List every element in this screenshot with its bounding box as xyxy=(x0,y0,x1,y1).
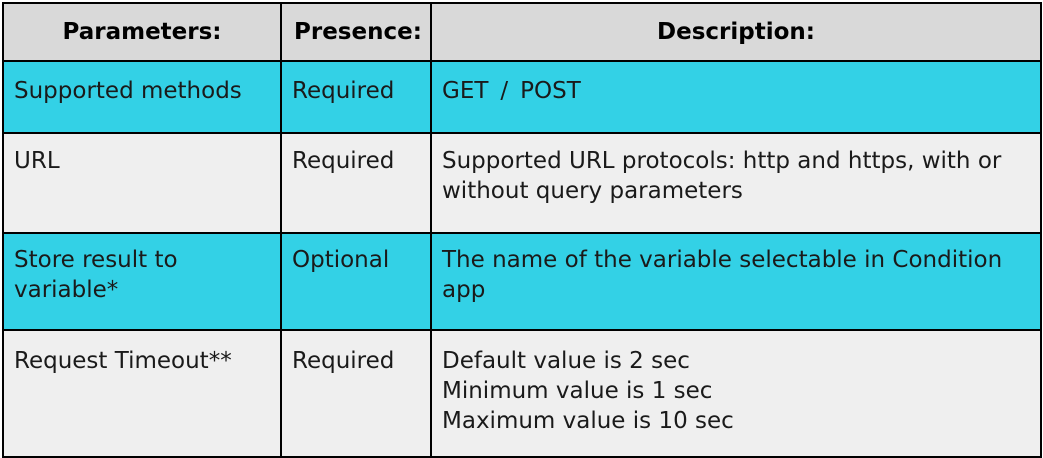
presence-cell: Required xyxy=(280,329,432,458)
table-header-row: Parameters: Presence: Description: xyxy=(2,2,1042,62)
table-row: URL Required Supported URL protocols: ht… xyxy=(2,132,1042,234)
header-description: Description: xyxy=(430,2,1042,62)
description-cell: GET / POST xyxy=(430,60,1042,134)
description-line: Maximum value is 10 sec xyxy=(442,408,734,434)
header-presence: Presence: xyxy=(280,2,432,62)
parameter-cell: Request Timeout** xyxy=(2,329,282,458)
description-cell: The name of the variable selectable in C… xyxy=(430,232,1042,331)
parameter-line: Store result to xyxy=(14,247,178,273)
description-line: without query parameters xyxy=(442,178,743,204)
parameter-line: variable* xyxy=(14,277,119,303)
description-line: Supported URL protocols: http and https,… xyxy=(442,148,1002,174)
presence-cell: Optional xyxy=(280,232,432,331)
method-get: GET xyxy=(442,78,489,104)
presence-cell: Required xyxy=(280,132,432,234)
header-parameters: Parameters: xyxy=(2,2,282,62)
method-separator: / xyxy=(500,78,509,104)
table-row: Store result to variable* Optional The n… xyxy=(2,232,1042,331)
description-cell: Default value is 2 sec Minimum value is … xyxy=(430,329,1042,458)
description-cell: Supported URL protocols: http and https,… xyxy=(430,132,1042,234)
description-line: Default value is 2 sec xyxy=(442,348,690,374)
description-line: The name of the variable selectable in C… xyxy=(442,247,1003,273)
table-row: Supported methods Required GET / POST xyxy=(2,60,1042,134)
method-post: POST xyxy=(520,78,581,104)
parameter-cell: Store result to variable* xyxy=(2,232,282,331)
table-row: Request Timeout** Required Default value… xyxy=(2,329,1042,458)
description-line: app xyxy=(442,277,486,303)
parameter-cell: URL xyxy=(2,132,282,234)
description-line: Minimum value is 1 sec xyxy=(442,378,713,404)
parameter-cell: Supported methods xyxy=(2,60,282,134)
presence-cell: Required xyxy=(280,60,432,134)
